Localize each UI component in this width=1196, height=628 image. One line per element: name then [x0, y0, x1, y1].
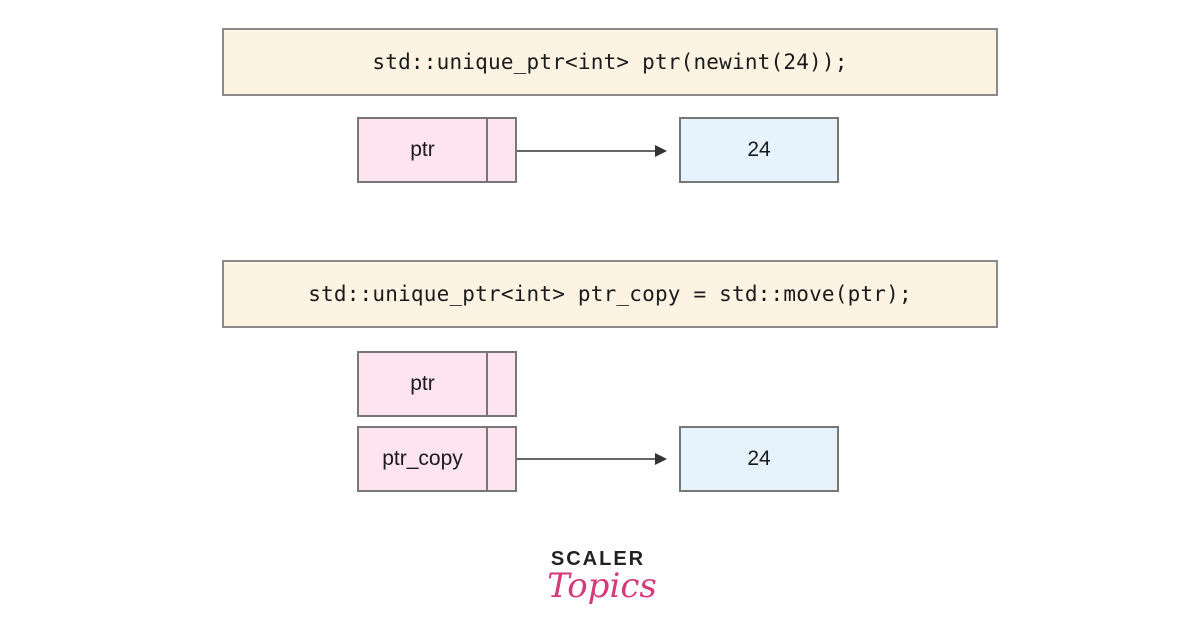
scaler-topics-logo: SCALER Topics [540, 546, 660, 624]
value-box: 24 [679, 117, 839, 183]
code-line-move: std::unique_ptr<int> ptr_copy = std::mov… [222, 260, 998, 328]
value-box: 24 [679, 426, 839, 492]
pointer-box-ptr: ptr [357, 117, 517, 183]
pointer-cell [488, 428, 515, 490]
logo-top-text: SCALER [550, 548, 646, 570]
pointer-cell [488, 119, 515, 181]
code-line-unique-ptr: std::unique_ptr<int> ptr(newint(24)); [222, 28, 998, 96]
pointer-label: ptr_copy [359, 428, 488, 490]
code-text: std::unique_ptr<int> ptr(newint(24)); [372, 50, 848, 74]
pointer-cell [488, 353, 515, 415]
pointer-box-ptr-moved: ptr [357, 351, 517, 417]
arrow-ptr-copy-to-value [517, 453, 667, 465]
logo-bottom-text: Topics [547, 566, 657, 606]
pointer-label: ptr [359, 353, 488, 415]
pointer-label: ptr [359, 119, 488, 181]
arrow-ptr-to-value [517, 145, 667, 157]
code-text: std::unique_ptr<int> ptr_copy = std::mov… [308, 282, 912, 306]
pointer-box-ptr-copy: ptr_copy [357, 426, 517, 492]
